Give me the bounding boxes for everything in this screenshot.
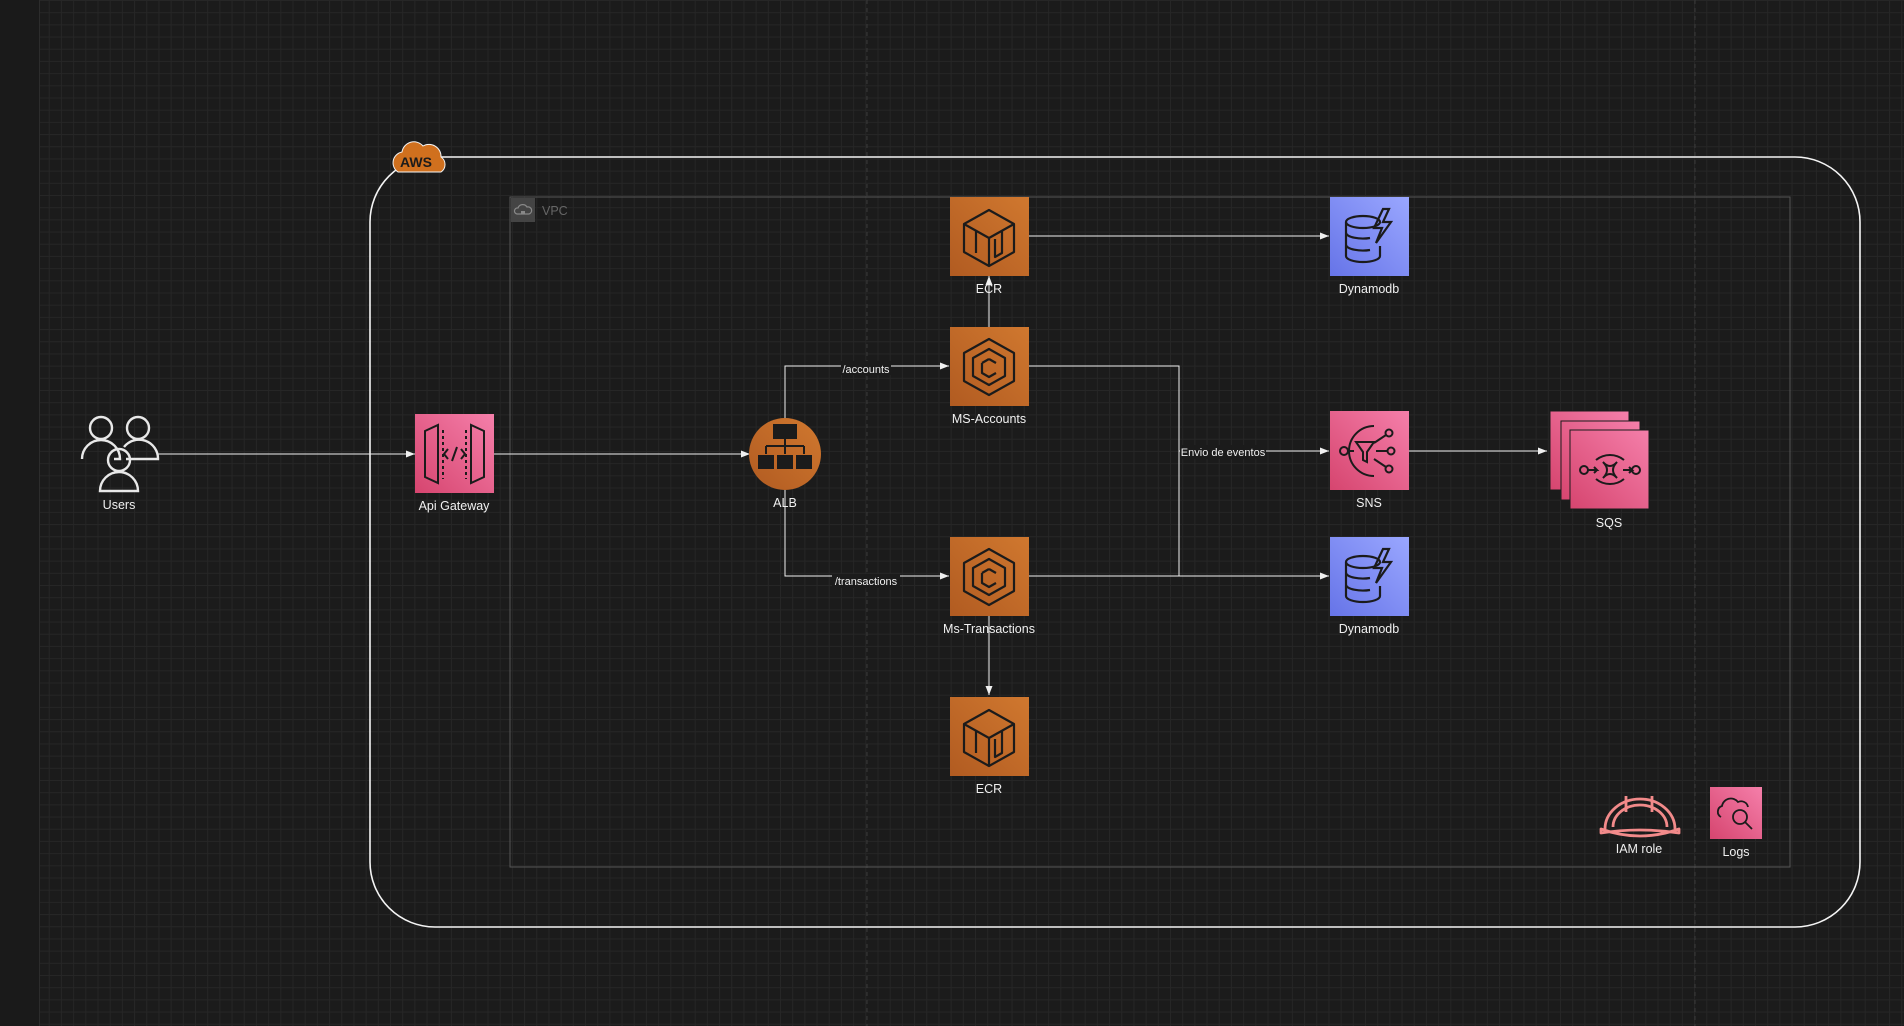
dynamodb-bottom-node[interactable]: Dynamodb <box>1330 537 1409 636</box>
ecr-top-node[interactable]: ECR <box>950 197 1029 296</box>
dynamodb-bottom-label: Dynamodb <box>1339 622 1399 636</box>
edge-label-bg <box>1180 445 1266 459</box>
dynamodb-top-node[interactable]: Dynamodb <box>1330 197 1409 296</box>
ms-accounts-node[interactable]: MS-Accounts <box>950 327 1029 426</box>
api-gateway-label: Api Gateway <box>419 499 491 513</box>
users-icon <box>80 415 160 493</box>
dynamodb-top-label: Dynamodb <box>1339 282 1399 296</box>
ecr-bottom-label: ECR <box>976 782 1002 796</box>
iam-role-node[interactable]: IAM role <box>1599 796 1681 856</box>
edge-label-events: Envio de eventos <box>1181 447 1266 459</box>
logs-label: Logs <box>1722 845 1749 859</box>
ecr-icon <box>962 708 1016 768</box>
sns-label: SNS <box>1356 496 1382 510</box>
dynamodb-icon <box>1344 547 1394 604</box>
ecr-bottom-node[interactable]: ECR <box>950 697 1029 796</box>
cloudwatch-logs-icon <box>1716 797 1753 830</box>
logs-node[interactable]: Logs <box>1710 787 1762 859</box>
sqs-node[interactable]: SQS <box>1549 410 1650 530</box>
ecs-icon <box>962 337 1016 397</box>
sqs-label: SQS <box>1596 516 1622 530</box>
iam-role-icon <box>1599 796 1681 838</box>
aws-cloud-group[interactable] <box>369 156 1861 928</box>
vpc-group[interactable] <box>509 196 1791 868</box>
sqs-icon <box>1579 453 1641 486</box>
edge-label-transactions: /transactions <box>835 576 898 588</box>
ms-transactions-node[interactable]: Ms-Transactions <box>943 537 1035 636</box>
aws-badge-text: AWS <box>400 154 432 170</box>
api-gateway-icon <box>424 423 485 485</box>
vpc-label: VPC <box>542 204 568 218</box>
sqs-tile-front <box>1569 429 1650 510</box>
sns-tile <box>1330 411 1409 490</box>
alb-node[interactable]: ALB <box>749 418 821 510</box>
alb-label: ALB <box>773 496 797 510</box>
sns-node[interactable]: SNS <box>1330 411 1409 510</box>
dynamodb-bottom-tile <box>1330 537 1409 616</box>
sns-icon <box>1339 425 1396 477</box>
dynamodb-icon <box>1344 207 1394 264</box>
edge-alb-msaccounts[interactable] <box>784 362 949 418</box>
canvas-left-gutter <box>0 0 40 1026</box>
edge-msaccounts-bus[interactable] <box>1029 365 1180 576</box>
ecr-top-label: ECR <box>976 282 1002 296</box>
users-node[interactable]: Users <box>80 415 160 512</box>
edge-label-bg <box>841 361 891 375</box>
edge-label-bg <box>832 574 900 588</box>
users-label: Users <box>103 498 136 512</box>
ms-transactions-label: Ms-Transactions <box>943 622 1035 636</box>
edge-label-accounts: /accounts <box>842 364 890 376</box>
aws-cloud-icon: AWS <box>392 141 446 173</box>
api-gateway-node[interactable]: Api Gateway <box>415 414 494 513</box>
ms-accounts-label: MS-Accounts <box>952 412 1026 426</box>
ecs-icon <box>962 547 1016 607</box>
ecr-icon <box>962 208 1016 268</box>
vpc-icon <box>511 198 535 222</box>
iam-role-label: IAM role <box>1616 842 1663 856</box>
dynamodb-top-tile <box>1330 197 1409 276</box>
alb-icon <box>758 424 812 469</box>
